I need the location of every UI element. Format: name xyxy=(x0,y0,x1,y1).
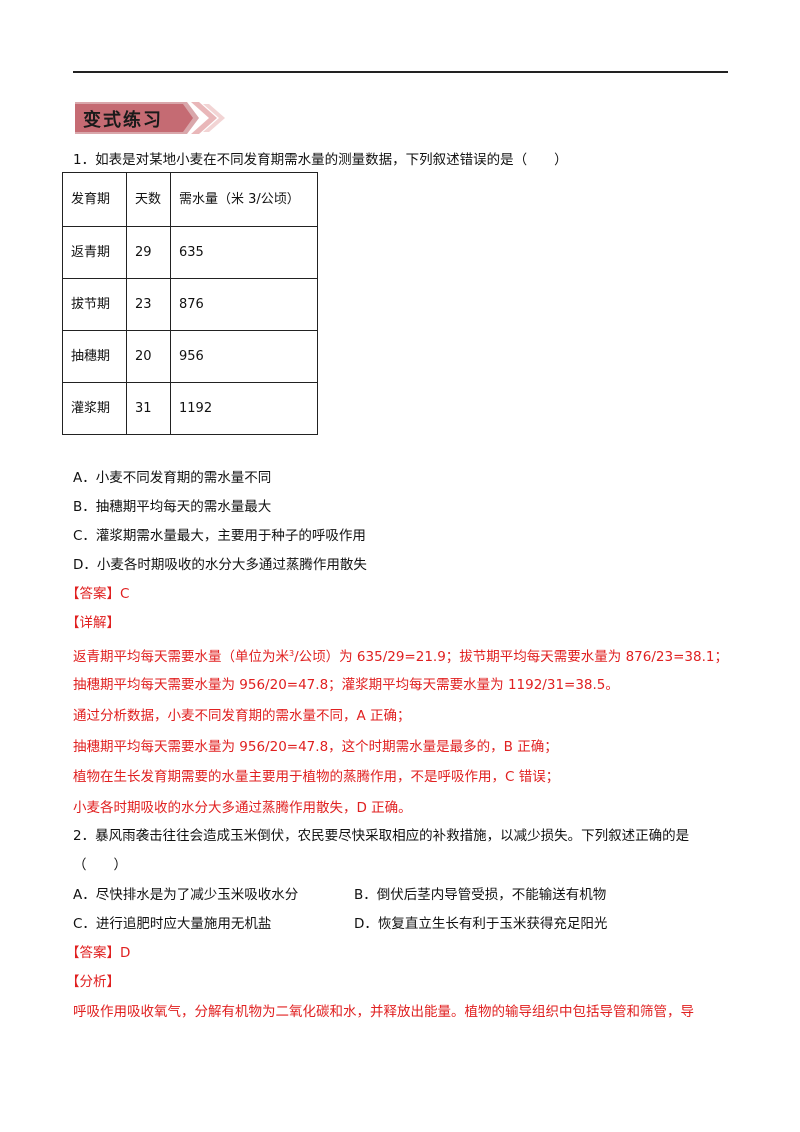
q2-option-d: D．恢复直立生长有利于玉米获得充足阳光 xyxy=(354,916,608,932)
q2-analysis-line: 呼吸作用吸收氧气，分解有机物为二氧化碳和水，并释放出能量。植物的输导组织中包括导… xyxy=(73,1004,694,1020)
answer-value: C xyxy=(120,586,130,602)
q1-option-b: B．抽穗期平均每天的需水量最大 xyxy=(73,499,272,515)
table-cell: 1192 xyxy=(170,382,318,435)
question-2-stem-cont: （ ） xyxy=(73,857,127,873)
table-header-cell: 发育期 xyxy=(62,172,127,227)
table-cell: 31 xyxy=(126,382,171,435)
section-banner: 变式练习 xyxy=(75,100,225,136)
q2-answer: 【答案】D xyxy=(66,943,130,963)
banner-arrow-icon xyxy=(75,102,225,134)
table-cell: 抽穗期 xyxy=(62,330,127,383)
question-1-stem: 1．如表是对某地小麦在不同发育期需水量的测量数据，下列叙述错误的是（ ） xyxy=(73,152,568,168)
q1-detail-line-6: 小麦各时期吸收的水分大多通过蒸腾作用散失，D 正确。 xyxy=(73,800,412,816)
table-cell: 20 xyxy=(126,330,171,383)
q2-option-c: C．进行追肥时应大量施用无机盐 xyxy=(73,916,272,932)
q1-option-a: A．小麦不同发育期的需水量不同 xyxy=(73,470,272,486)
table-header-cell: 天数 xyxy=(126,172,171,227)
table-cell: 23 xyxy=(126,278,171,331)
table-row: 返青期 29 635 xyxy=(62,226,318,279)
q1-answer: 【答案】C xyxy=(66,584,129,604)
answer-value: D xyxy=(120,945,131,961)
detail-text: /公顷）为 635/29=21.9；拔节期平均每天需要水量为 876/23=38… xyxy=(294,649,728,665)
q2-analysis-label: 【分析】 xyxy=(66,974,120,990)
q1-detail-line-2: 抽穗期平均每天需要水量为 956/20=47.8；灌浆期平均每天需要水量为 11… xyxy=(73,677,619,693)
banner-title: 变式练习 xyxy=(83,110,163,131)
table-cell: 876 xyxy=(170,278,318,331)
q1-detail-line-5: 植物在生长发育期需要的水量主要用于植物的蒸腾作用，不是呼吸作用，C 错误； xyxy=(73,769,560,785)
table-cell: 635 xyxy=(170,226,318,279)
q1-option-d: D．小麦各时期吸收的水分大多通过蒸腾作用散失 xyxy=(73,557,367,573)
q2-option-b: B．倒伏后茎内导管受损，不能输送有机物 xyxy=(354,887,607,903)
table-header-row: 发育期 天数 需水量（米 3/公顷） xyxy=(62,172,318,227)
table-cell: 956 xyxy=(170,330,318,383)
answer-label: 【答案】 xyxy=(66,586,120,602)
q1-option-c: C．灌浆期需水量最大，主要用于种子的呼吸作用 xyxy=(73,528,366,544)
table-cell: 29 xyxy=(126,226,171,279)
superscript: 3 xyxy=(289,649,295,658)
q1-detail-label: 【详解】 xyxy=(66,615,120,631)
table-row: 拔节期 23 876 xyxy=(62,278,318,331)
question-2-stem: 2．暴风雨袭击往往会造成玉米倒伏，农民要尽快采取相应的补救措施，以减少损失。下列… xyxy=(73,828,690,844)
table-row: 抽穗期 20 956 xyxy=(62,330,318,383)
table-row: 灌浆期 31 1192 xyxy=(62,382,318,435)
table-cell: 拔节期 xyxy=(62,278,127,331)
answer-label: 【答案】 xyxy=(66,945,120,961)
q1-detail-line-1: 返青期平均每天需要水量（单位为米3/公顷）为 635/29=21.9；拔节期平均… xyxy=(73,644,728,667)
top-rule xyxy=(73,71,728,73)
water-requirement-table: 发育期 天数 需水量（米 3/公顷） 返青期 29 635 拔节期 23 876… xyxy=(62,172,318,435)
q1-detail-line-4: 抽穗期平均每天需要水量为 956/20=47.8，这个时期需水量是最多的，B 正… xyxy=(73,739,558,755)
q1-detail-line-3: 通过分析数据，小麦不同发育期的需水量不同，A 正确； xyxy=(73,708,411,724)
q2-option-a: A．尽快排水是为了减少玉米吸收水分 xyxy=(73,887,299,903)
table-header-cell: 需水量（米 3/公顷） xyxy=(170,172,318,227)
detail-text: 返青期平均每天需要水量（单位为米 xyxy=(73,649,289,665)
table-cell: 灌浆期 xyxy=(62,382,127,435)
table-cell: 返青期 xyxy=(62,226,127,279)
